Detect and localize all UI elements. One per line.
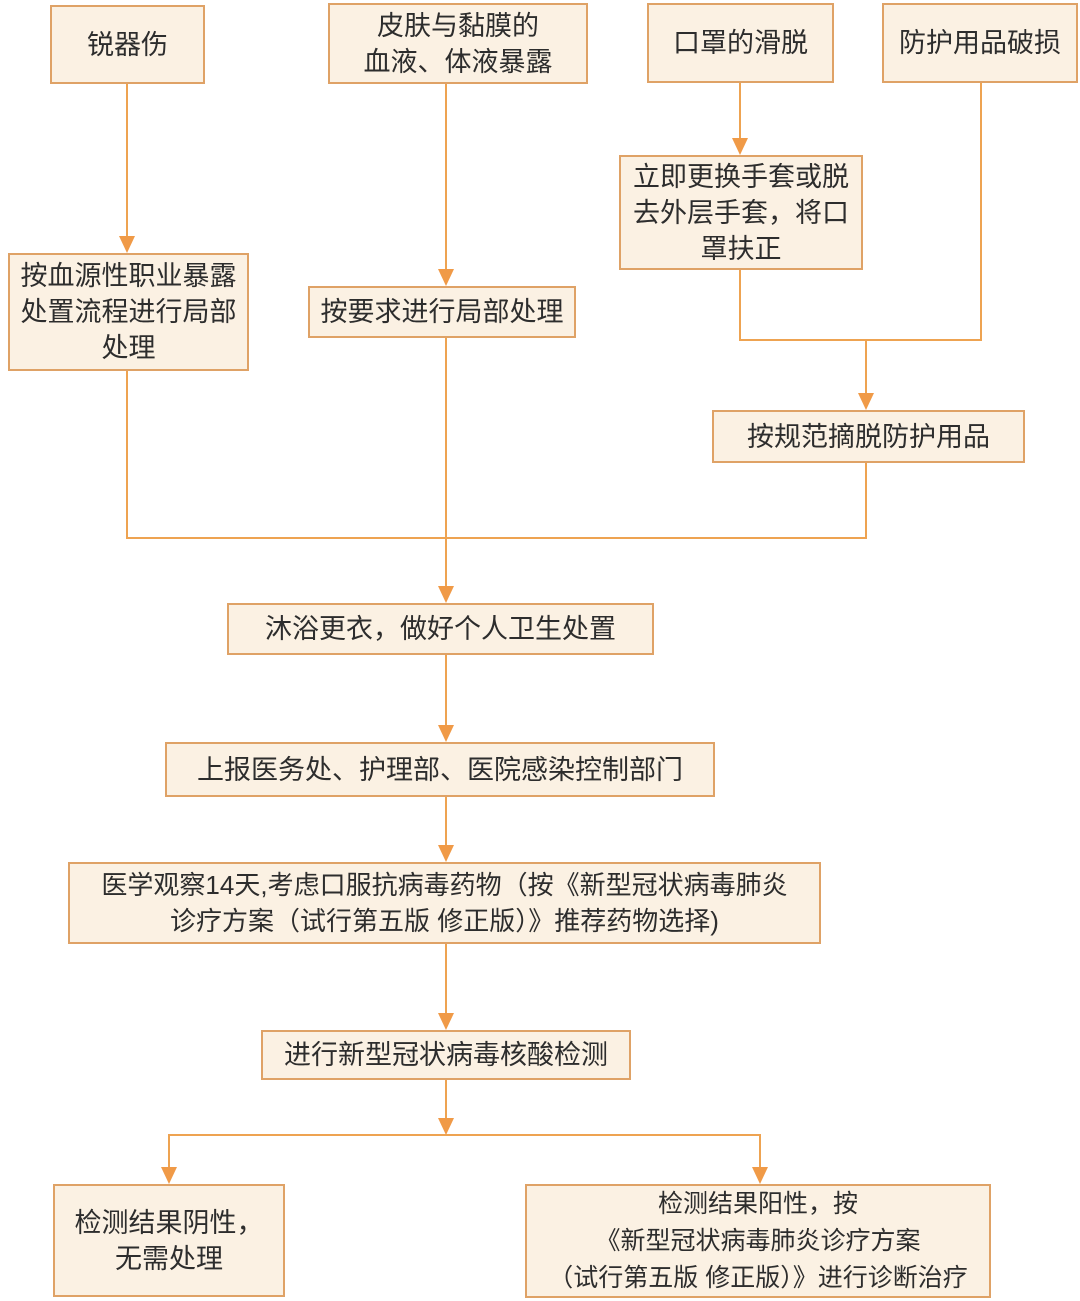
- node-nat-test: 进行新型冠状病毒核酸检测: [261, 1030, 631, 1080]
- node-bloodborne-procedure: 按血源性职业暴露 处置流程进行局部 处理: [8, 253, 249, 371]
- connector-split-line: [168, 1134, 761, 1136]
- connector-skin-exposure-to-local-treatment: [445, 84, 447, 272]
- connector-mask-slip-to-glove-change: [739, 83, 741, 141]
- connector-bloodborne-down: [126, 371, 128, 539]
- node-text: 按要求进行局部处理: [320, 297, 564, 327]
- node-report: 上报医务处、护理部、医院感染控制部门: [165, 742, 715, 797]
- node-mask-slip: 口罩的滑脱: [647, 3, 834, 83]
- node-text: 皮肤与黏膜的: [377, 10, 539, 41]
- node-negative-result: 检测结果阴性， 无需处理: [53, 1184, 285, 1297]
- node-text: 处理: [101, 333, 156, 363]
- node-text: 进行新型冠状病毒核酸检测: [284, 1040, 608, 1070]
- node-shower: 沐浴更衣，做好个人卫生处置: [227, 603, 654, 655]
- connector-sharp-injury-to-bloodborne: [126, 84, 128, 239]
- node-text: 去外层手套，将口: [633, 197, 849, 228]
- connector-local-treatment-to-shower: [445, 338, 447, 589]
- node-positive-result: 检测结果阳性，按 《新型冠状病毒肺炎诊疗方案 （试行第五版 修正版）》进行诊断治…: [525, 1184, 991, 1298]
- connector-split-to-positive: [759, 1135, 761, 1170]
- connector-merge-line-main: [126, 537, 867, 539]
- node-text: 检测结果阴性，: [74, 1207, 264, 1238]
- node-local-treatment: 按要求进行局部处理: [308, 286, 576, 338]
- node-text: 按规范摘脱防护用品: [747, 421, 990, 452]
- node-text: 医学观察14天,考虑口服抗病毒药物（按《新型冠状病毒肺炎: [101, 870, 788, 900]
- arrow-down-icon: [438, 845, 454, 862]
- node-text: 按血源性职业暴露: [20, 261, 237, 291]
- node-observation: 医学观察14天,考虑口服抗病毒药物（按《新型冠状病毒肺炎 诊疗方案（试行第五版 …: [68, 862, 821, 944]
- connector-glove-change-down: [739, 270, 741, 341]
- node-text: 处置流程进行局部: [20, 297, 237, 327]
- node-text: 上报医务处、护理部、医院感染控制部门: [197, 754, 683, 785]
- arrow-down-icon: [438, 586, 454, 603]
- arrow-down-icon: [438, 269, 454, 286]
- arrow-down-icon: [161, 1167, 177, 1184]
- arrow-down-icon: [752, 1167, 768, 1184]
- connector-doff-ppe-down: [865, 463, 867, 539]
- node-text: 沐浴更衣，做好个人卫生处置: [265, 614, 616, 644]
- connector-split-to-negative: [168, 1135, 170, 1170]
- connector-observation-to-nat-test: [445, 944, 447, 1016]
- node-text: 检测结果阳性，按: [657, 1189, 858, 1218]
- connector-nat-test-to-split: [445, 1080, 447, 1121]
- connector-shower-to-report: [445, 655, 447, 728]
- node-ppe-damage: 防护用品破损: [882, 3, 1078, 83]
- arrow-down-icon: [119, 236, 135, 253]
- node-doff-ppe: 按规范摘脱防护用品: [712, 410, 1025, 463]
- node-text: 口罩的滑脱: [673, 28, 808, 58]
- connector-merge-line-right: [739, 339, 982, 341]
- arrow-down-icon: [858, 393, 874, 410]
- node-sharp-injury: 锐器伤: [50, 5, 205, 84]
- node-text: 防护用品破损: [899, 28, 1061, 58]
- arrow-down-icon: [438, 1118, 454, 1135]
- node-text: 血液、体液暴露: [363, 46, 553, 77]
- arrow-down-icon: [438, 725, 454, 742]
- connector-report-to-observation: [445, 797, 447, 848]
- node-text: 锐器伤: [87, 29, 168, 60]
- connector-merge-to-doff-ppe: [865, 340, 867, 396]
- arrow-down-icon: [438, 1013, 454, 1030]
- node-glove-change: 立即更换手套或脱 去外层手套，将口 罩扶正: [619, 155, 863, 270]
- node-skin-exposure: 皮肤与黏膜的 血液、体液暴露: [328, 3, 588, 84]
- node-text: （试行第五版 修正版）》进行诊断治疗: [548, 1263, 968, 1292]
- node-text: 无需处理: [115, 1243, 223, 1274]
- connector-ppe-damage-down: [980, 83, 982, 341]
- arrow-down-icon: [732, 138, 748, 155]
- node-text: 立即更换手套或脱: [633, 161, 849, 192]
- node-text: 罩扶正: [700, 233, 782, 264]
- node-text: 诊疗方案（试行第五版 修正版）》推荐药物选择): [170, 906, 719, 936]
- node-text: 《新型冠状病毒肺炎诊疗方案: [595, 1226, 921, 1255]
